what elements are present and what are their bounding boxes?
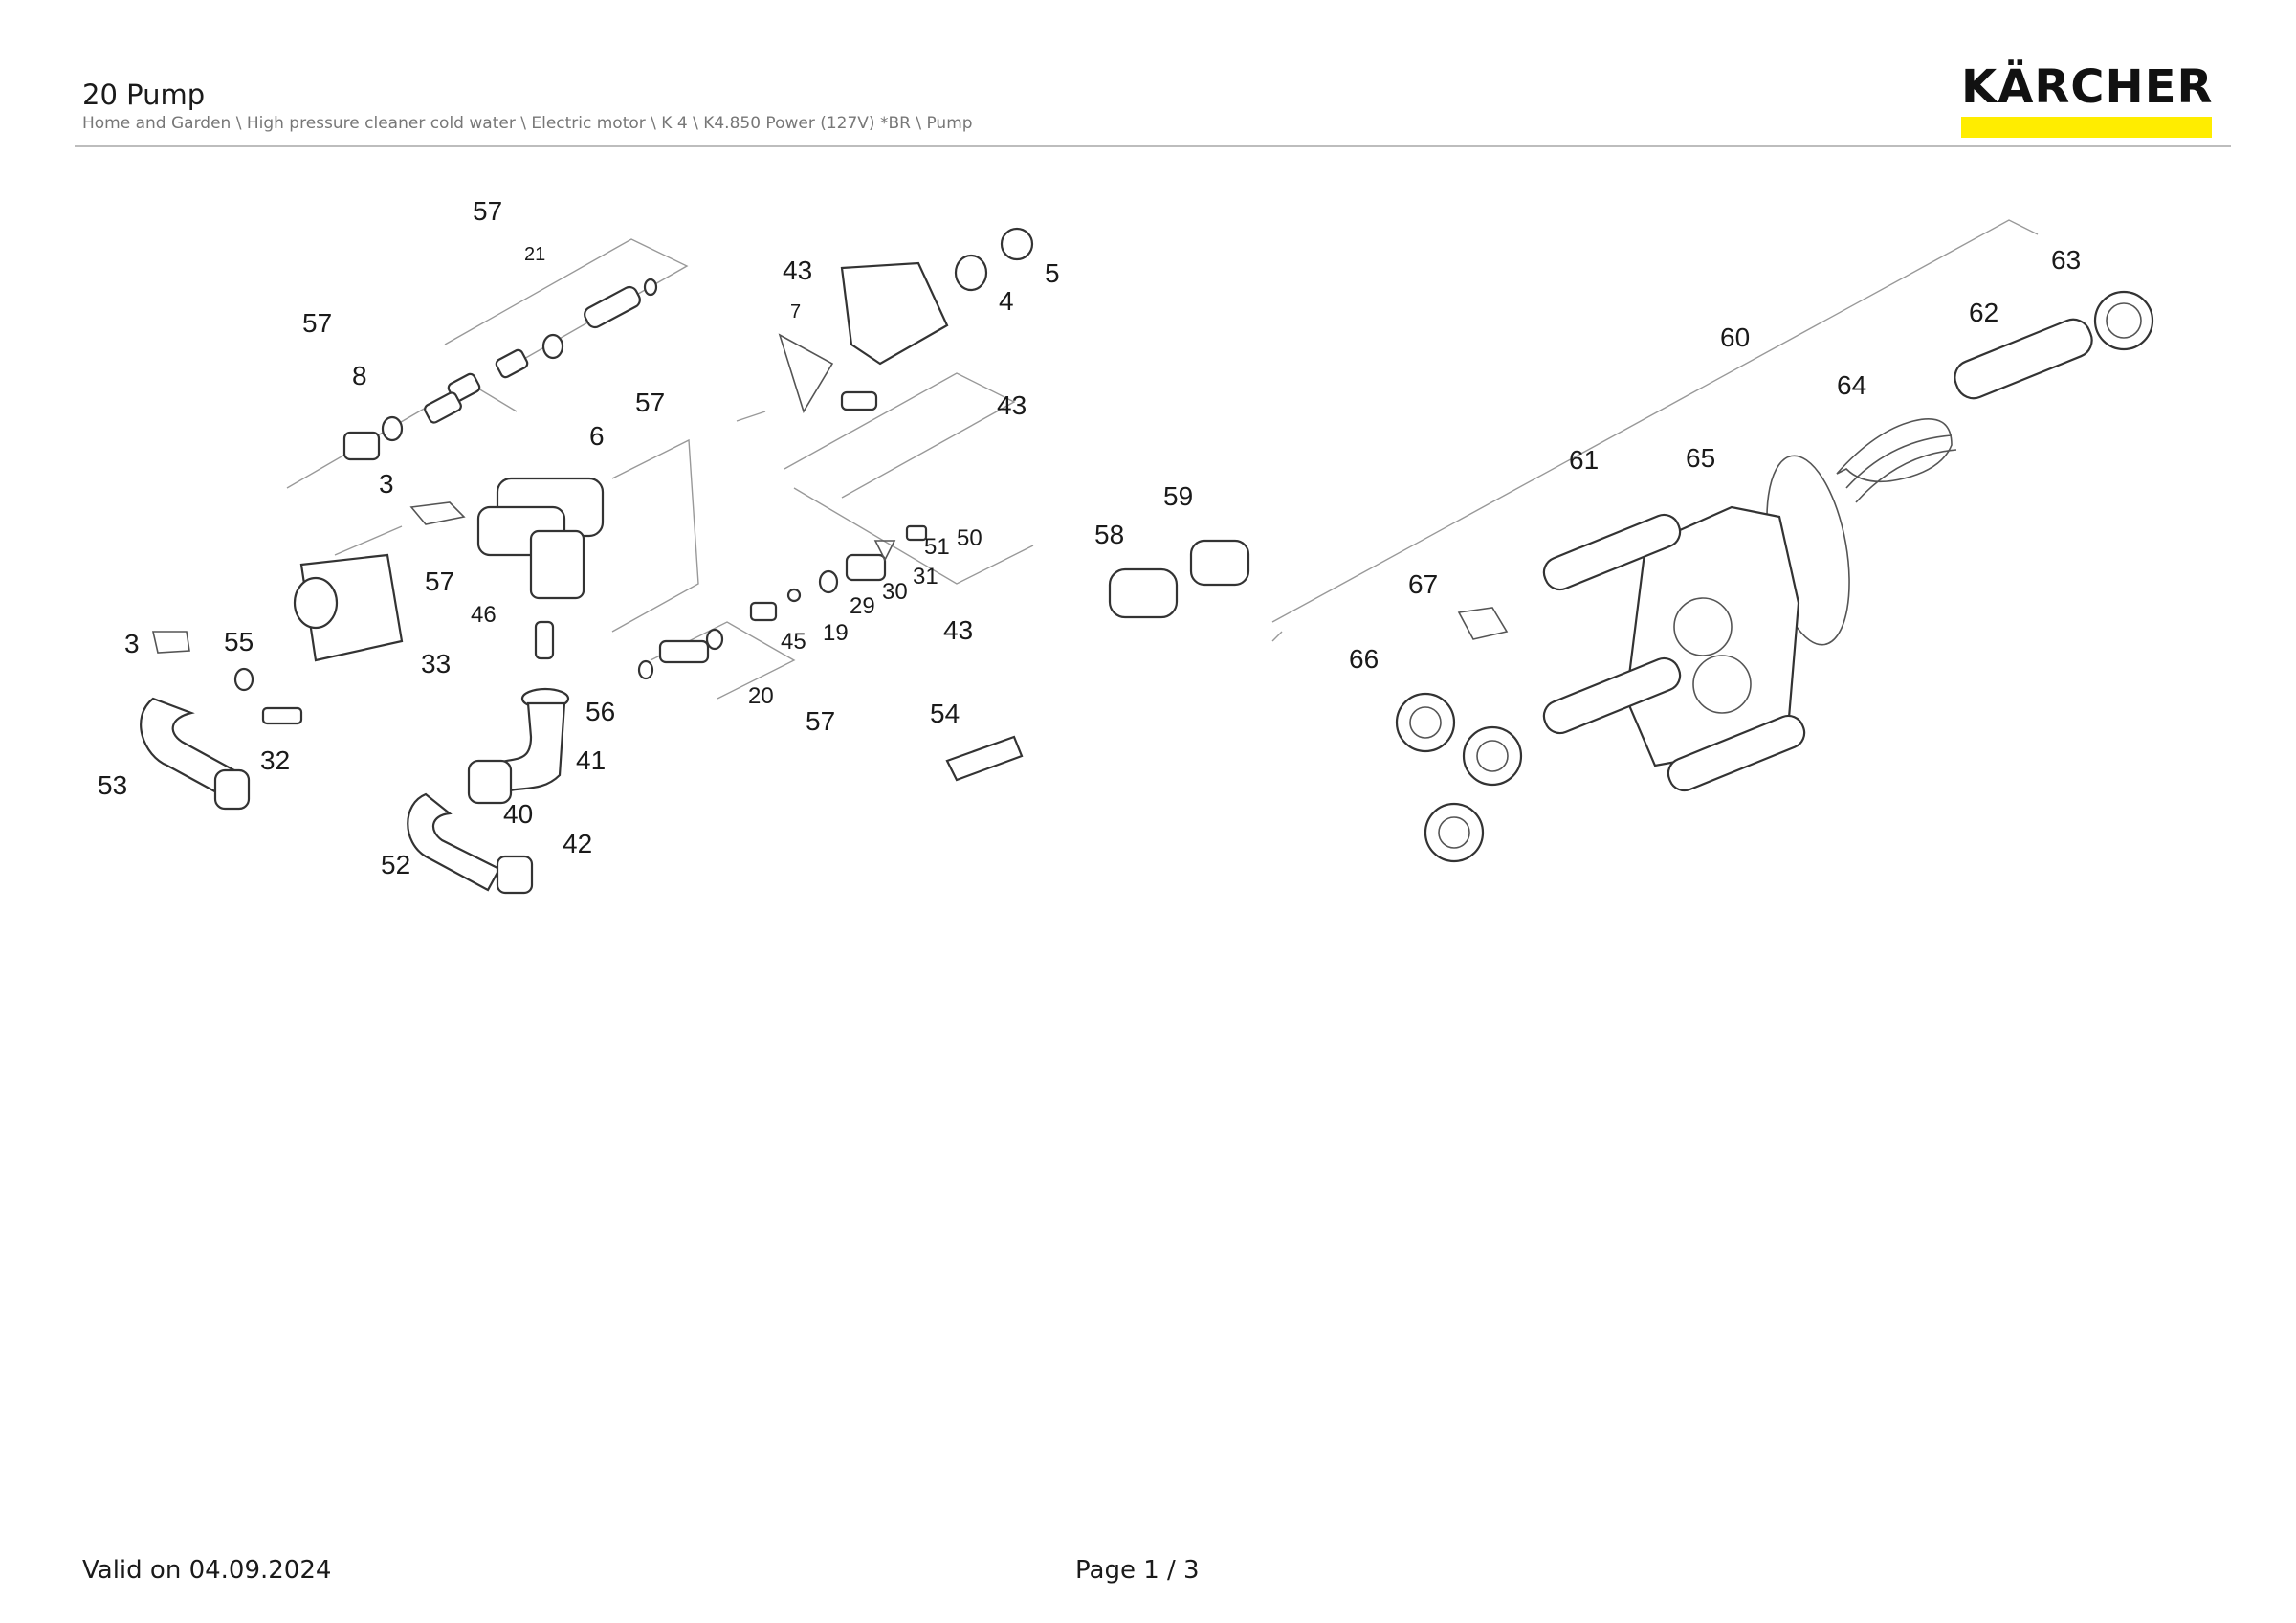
label: 3	[124, 629, 140, 658]
label: 8	[352, 361, 367, 390]
part-number-labels: 57 21 57 8 57 6 3 43 7 5 4 43 59 58 57 4…	[98, 196, 2081, 879]
label: 42	[563, 829, 592, 858]
label: 32	[260, 745, 290, 775]
label: 61	[1569, 445, 1599, 475]
label: 56	[585, 697, 615, 726]
label: 50	[957, 525, 982, 551]
label: 20	[748, 683, 774, 709]
label: 54	[930, 699, 960, 728]
header-divider	[75, 145, 2231, 147]
label: 41	[576, 745, 606, 775]
brand-logo: KÄRCHER	[1961, 63, 2212, 138]
label: 21	[524, 244, 545, 265]
label: 55	[224, 627, 254, 656]
label: 29	[850, 593, 875, 619]
label: 57	[806, 706, 835, 736]
brand-wordmark: KÄRCHER	[1961, 60, 2214, 114]
label: 43	[997, 390, 1027, 420]
label: 30	[882, 579, 908, 605]
label: 64	[1837, 370, 1866, 400]
label: 63	[2051, 245, 2081, 275]
valid-date: Valid on 04.09.2024	[82, 1556, 332, 1585]
label: 58	[1094, 520, 1124, 549]
label: 65	[1686, 443, 1715, 473]
label: 53	[98, 770, 127, 800]
breadcrumb: Home and Garden \ High pressure cleaner …	[82, 114, 973, 133]
page-title: 20 Pump	[82, 78, 206, 111]
label: 7	[790, 301, 801, 322]
label: 5	[1045, 258, 1060, 288]
label: 33	[421, 649, 451, 678]
label: 43	[943, 615, 973, 645]
label: 57	[302, 308, 332, 338]
label: 43	[783, 256, 812, 285]
label: 57	[473, 196, 502, 226]
label: 66	[1349, 644, 1379, 674]
label: 51	[924, 534, 950, 560]
label: 31	[913, 564, 938, 589]
label: 57	[635, 388, 665, 417]
label: 67	[1408, 569, 1438, 599]
label: 62	[1969, 298, 1998, 327]
label: 19	[823, 620, 849, 646]
exploded-parts-diagram: 57 21 57 8 57 6 3 43 7 5 4 43 59 58 57 4…	[98, 196, 2154, 895]
label: 6	[589, 421, 605, 451]
label: 3	[379, 469, 394, 499]
brand-accent-bar	[1961, 117, 2212, 138]
diagram-right-group	[1271, 219, 2154, 863]
label: 4	[999, 286, 1014, 316]
label: 52	[381, 850, 410, 879]
label: 60	[1720, 322, 1750, 352]
page-number: Page 1 / 3	[1075, 1556, 1200, 1585]
label: 46	[471, 602, 497, 628]
label: 59	[1163, 481, 1193, 511]
label: 57	[425, 567, 454, 596]
label: 40	[503, 799, 533, 829]
diagram-left-group	[140, 227, 1250, 895]
label: 45	[781, 629, 806, 655]
